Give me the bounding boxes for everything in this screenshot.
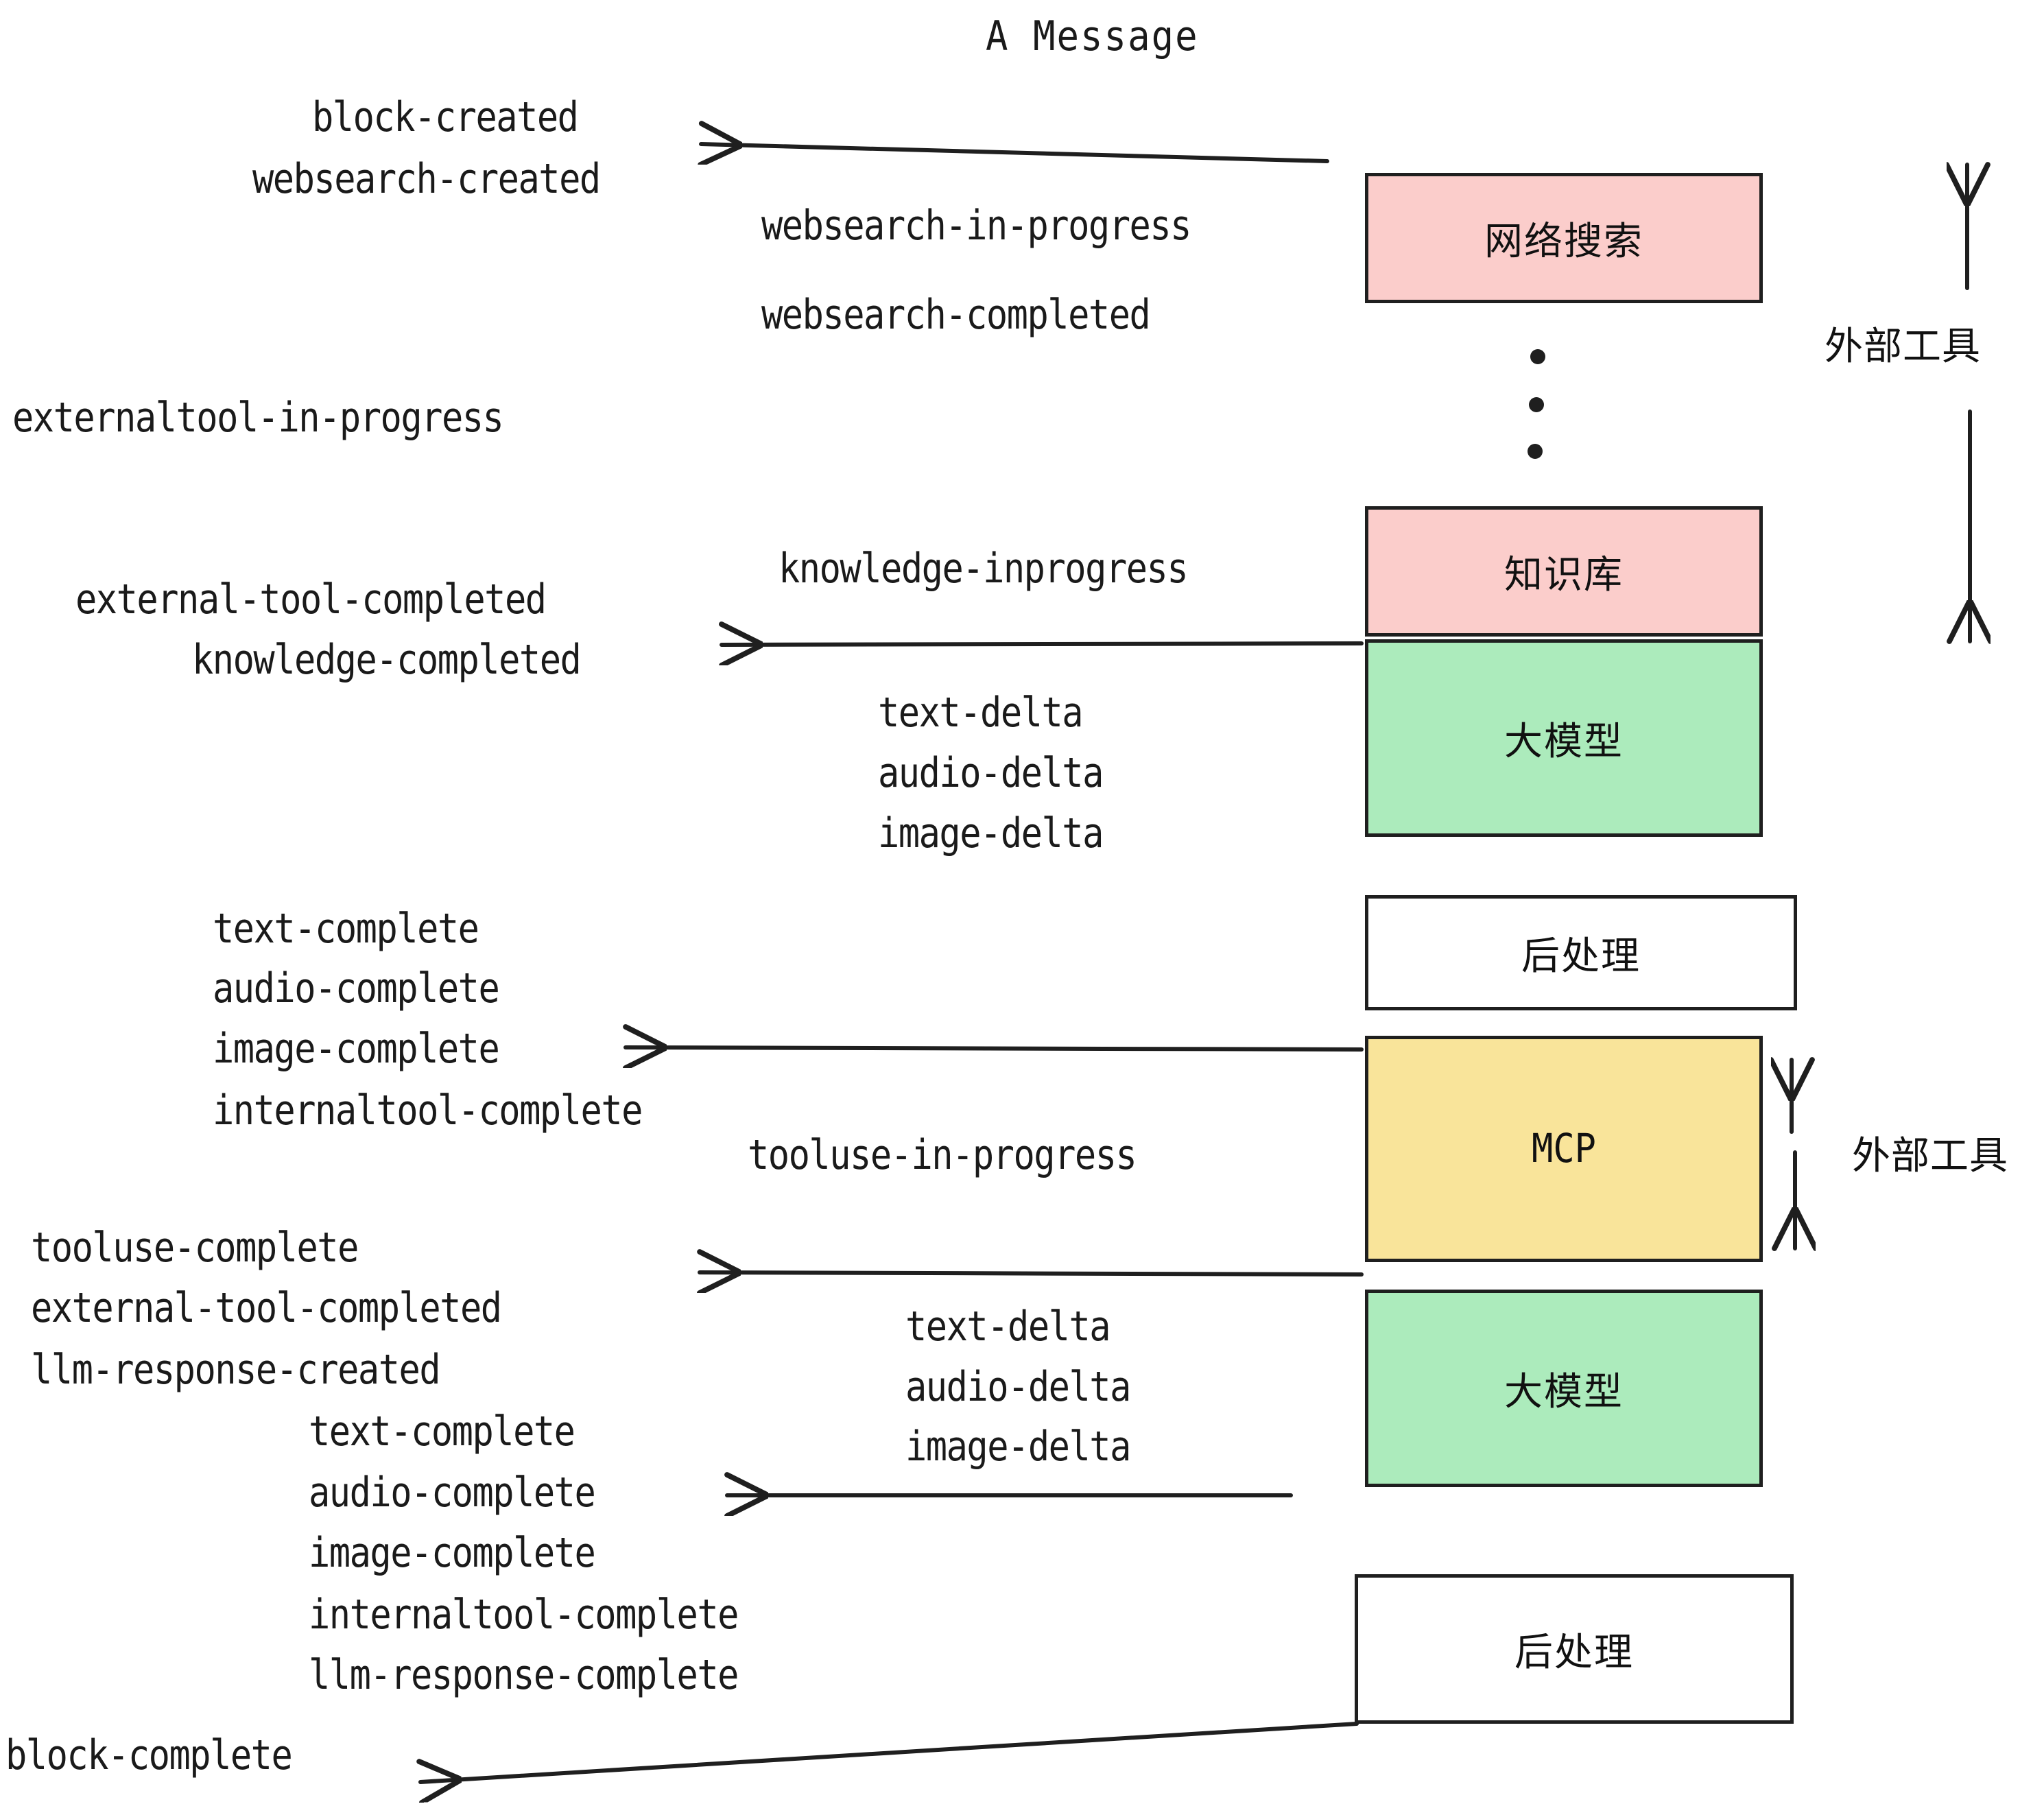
box-label-postprocess-2: 后处理 — [1514, 1630, 1634, 1675]
event-label-image-delta-2: image-delta — [905, 1423, 1131, 1471]
event-label-image-complete-2: image-complete — [309, 1530, 596, 1577]
event-label-block-created: block-created — [312, 94, 579, 141]
event-label-tooluse-complete: tooluse-complete — [31, 1224, 359, 1272]
box-websearch: 网络搜索 — [1365, 173, 1763, 303]
event-label-websearch-in-progress: websearch-in-progress — [761, 202, 1191, 250]
box-label-postprocess-1: 后处理 — [1521, 934, 1641, 979]
box-label-websearch: 网络搜索 — [1484, 219, 1643, 264]
event-label-tooluse-in-progress: tooluse-in-progress — [748, 1132, 1137, 1179]
arrow-mcp-to-tooluse-complete — [700, 1272, 1364, 1274]
scope-label-external-tools-bottom: 外部工具 — [1852, 1134, 2008, 1178]
box-llm-1: 大模型 — [1365, 639, 1763, 837]
event-label-text-delta-2: text-delta — [905, 1303, 1111, 1351]
event-label-text-complete-1: text-complete — [213, 905, 479, 953]
event-label-external-tool-completed-1: external-tool-completed — [75, 576, 547, 624]
box-postprocess-2: 后处理 — [1355, 1574, 1794, 1724]
event-label-audio-complete-1: audio-complete — [213, 965, 500, 1012]
event-label-externaltool-in-progress: externaltool-in-progress — [12, 394, 504, 442]
box-knowledge: 知识库 — [1365, 506, 1763, 637]
page-title: A Message — [986, 12, 1199, 60]
event-label-text-complete-2: text-complete — [309, 1408, 575, 1456]
arrow-knowledge-to-knowledge-completed — [722, 643, 1364, 645]
arrow-websearch-to-block-created — [701, 144, 1329, 161]
event-label-image-complete-1: image-complete — [213, 1025, 500, 1073]
box-mcp: MCP — [1365, 1036, 1763, 1262]
box-llm-2: 大模型 — [1365, 1290, 1763, 1487]
event-label-image-delta-1: image-delta — [878, 810, 1104, 857]
ellipsis-dot-1 — [1530, 349, 1545, 364]
event-label-block-complete: block-complete — [5, 1732, 293, 1779]
ellipsis-dot-3 — [1528, 444, 1543, 459]
scope-label-external-tools-top: 外部工具 — [1825, 324, 1981, 369]
ellipsis-dot-2 — [1529, 397, 1544, 412]
event-label-knowledge-completed: knowledge-completed — [192, 637, 582, 684]
event-label-audio-delta-1: audio-delta — [878, 750, 1104, 797]
event-label-internaltool-complete-1: internaltool-complete — [213, 1087, 643, 1135]
box-postprocess-1: 后处理 — [1365, 895, 1797, 1010]
event-label-llm-response-created: llm-response-created — [31, 1346, 441, 1394]
box-label-llm-1: 大模型 — [1504, 719, 1624, 764]
box-label-mcp: MCP — [1532, 1126, 1596, 1172]
box-label-llm-2: 大模型 — [1504, 1369, 1624, 1414]
event-label-llm-response-complete: llm-response-complete — [309, 1652, 739, 1699]
arrow-postprocess2-to-block-complete — [420, 1722, 1359, 1782]
event-label-websearch-created: websearch-created — [252, 156, 601, 203]
event-label-knowledge-inprogress: knowledge-inprogress — [779, 545, 1189, 593]
event-label-websearch-completed: websearch-completed — [761, 292, 1151, 339]
event-label-audio-complete-2: audio-complete — [309, 1469, 596, 1517]
box-label-knowledge: 知识库 — [1504, 552, 1624, 597]
event-label-audio-delta-2: audio-delta — [905, 1364, 1131, 1411]
arrow-postprocess1-to-image-complete — [626, 1047, 1364, 1049]
event-label-external-tool-completed-2: external-tool-completed — [31, 1285, 502, 1332]
event-label-internaltool-complete-2: internaltool-complete — [309, 1591, 739, 1639]
event-label-text-delta-1: text-delta — [878, 689, 1084, 737]
